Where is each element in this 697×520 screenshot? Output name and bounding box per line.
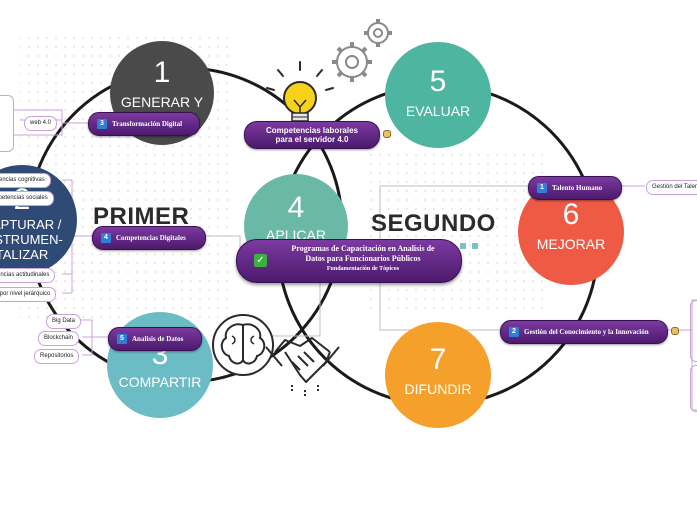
handshake-icon [265,337,340,398]
connector-analisis [80,319,108,338]
step-2-label-line1: CAPTURAR / [0,217,62,232]
topic-number: 5 [117,334,127,344]
topic-label: Analisis de Datos [132,335,184,343]
leaf-gestion-talento[interactable]: Gestión del Talento [646,180,697,195]
leaf-nivel-jerarquico[interactable]: Por y por nivel jerárquico [0,287,57,302]
leaf-competencias-cognitivas[interactable]: Competencias cognitivas [0,173,51,188]
leaf-repositorios[interactable]: Repositorios [34,349,80,364]
topic-number: 2 [509,327,519,337]
topic-number: 1 [537,183,547,193]
leaf-stub-right-1 [690,300,697,362]
topic-competencias-digitales[interactable]: 4 Competencias Digitales [92,226,206,250]
central-topic-title-line2: Datos para Funcionarios Públicos [305,254,421,263]
circle-step-6 [518,179,624,285]
step-4: 4 APLICAR [244,191,348,244]
central-topic-title-line1: Programas de Capacitación en Analisis de [291,244,435,253]
topic-analisis-de-datos[interactable]: 5 Analisis de Datos [108,327,202,351]
step-7-label: DIFUNDIR [404,381,472,397]
step-1-number: 1 [153,56,171,89]
step-5: 5 EVALUAR [386,65,490,120]
badge-icon [383,130,391,138]
topic-label: Talento Humano [552,184,603,192]
topic-number: 4 [101,233,111,243]
checkmark-icon: ✓ [254,254,267,267]
step-6-label: MEJORAR [536,236,606,252]
topic-transformacion-digital[interactable]: 3 Transformación Digital [88,112,200,136]
gears-icon [332,19,392,82]
leaf-competencias-actitudinales[interactable]: Competencias actitudinales [0,268,56,283]
competencias-laborales-node[interactable]: Competencias laborales para el servidor … [244,121,380,149]
badge-icon [671,327,679,335]
topic-label: Competencias Digitales [116,234,186,242]
step-2-label-line3: TALIZAR [0,247,49,262]
step-6-number: 6 [562,198,580,231]
competencias-laborales-line1: Competencias laborales [265,126,359,135]
step-2-label-line2: INSTRUMEN- [0,232,63,247]
leaf-stub-left [0,95,14,152]
central-topic-subtitle: Fundamentación de Tópicos [326,266,400,272]
lightbulb-icon [266,61,334,122]
step-5-label: EVALUAR [405,103,471,119]
heading-segundo: SEGUNDO [371,210,496,237]
circle-step-7 [385,322,491,428]
brain-icon [212,314,274,376]
step-7: 7 DIFUNDIR [386,343,490,398]
circle-step-5 [385,42,491,148]
heading-primer: PRIMER [93,203,190,230]
central-topic[interactable]: ✓ Programas de Capacitación en Analisis … [236,239,462,283]
step-1: 1 GENERAR Y [110,56,214,111]
connector-web40 [14,109,88,124]
step-3-label: COMPARTIR [118,374,202,390]
leaf-stub-right-2 [690,365,697,412]
topic-number: 3 [97,119,107,129]
topic-label: Gestión del Conocimiento y la Innovación [524,328,649,336]
step-5-number: 5 [429,65,447,98]
leaf-web40[interactable]: web 4.0 [24,116,58,131]
leaf-blockchain[interactable]: Blockchain [38,331,80,346]
topic-gestion-conocimiento[interactable]: 2 Gestión del Conocimiento y la Innovaci… [500,320,668,344]
topic-label: Transformación Digital [112,120,183,128]
topic-talento-humano[interactable]: 1 Talento Humano [528,176,622,200]
competencias-laborales-line2: para el servidor 4.0 [275,135,349,144]
step-7-number: 7 [429,343,447,376]
step-4-number: 4 [287,191,305,224]
step-1-label: GENERAR Y [120,94,204,110]
leaf-big-data[interactable]: Big Data [46,314,82,329]
leaf-competencias-sociales[interactable]: Competencias sociales [0,191,54,206]
connector-branch [14,123,63,136]
step-6: 6 MEJORAR [519,198,623,253]
